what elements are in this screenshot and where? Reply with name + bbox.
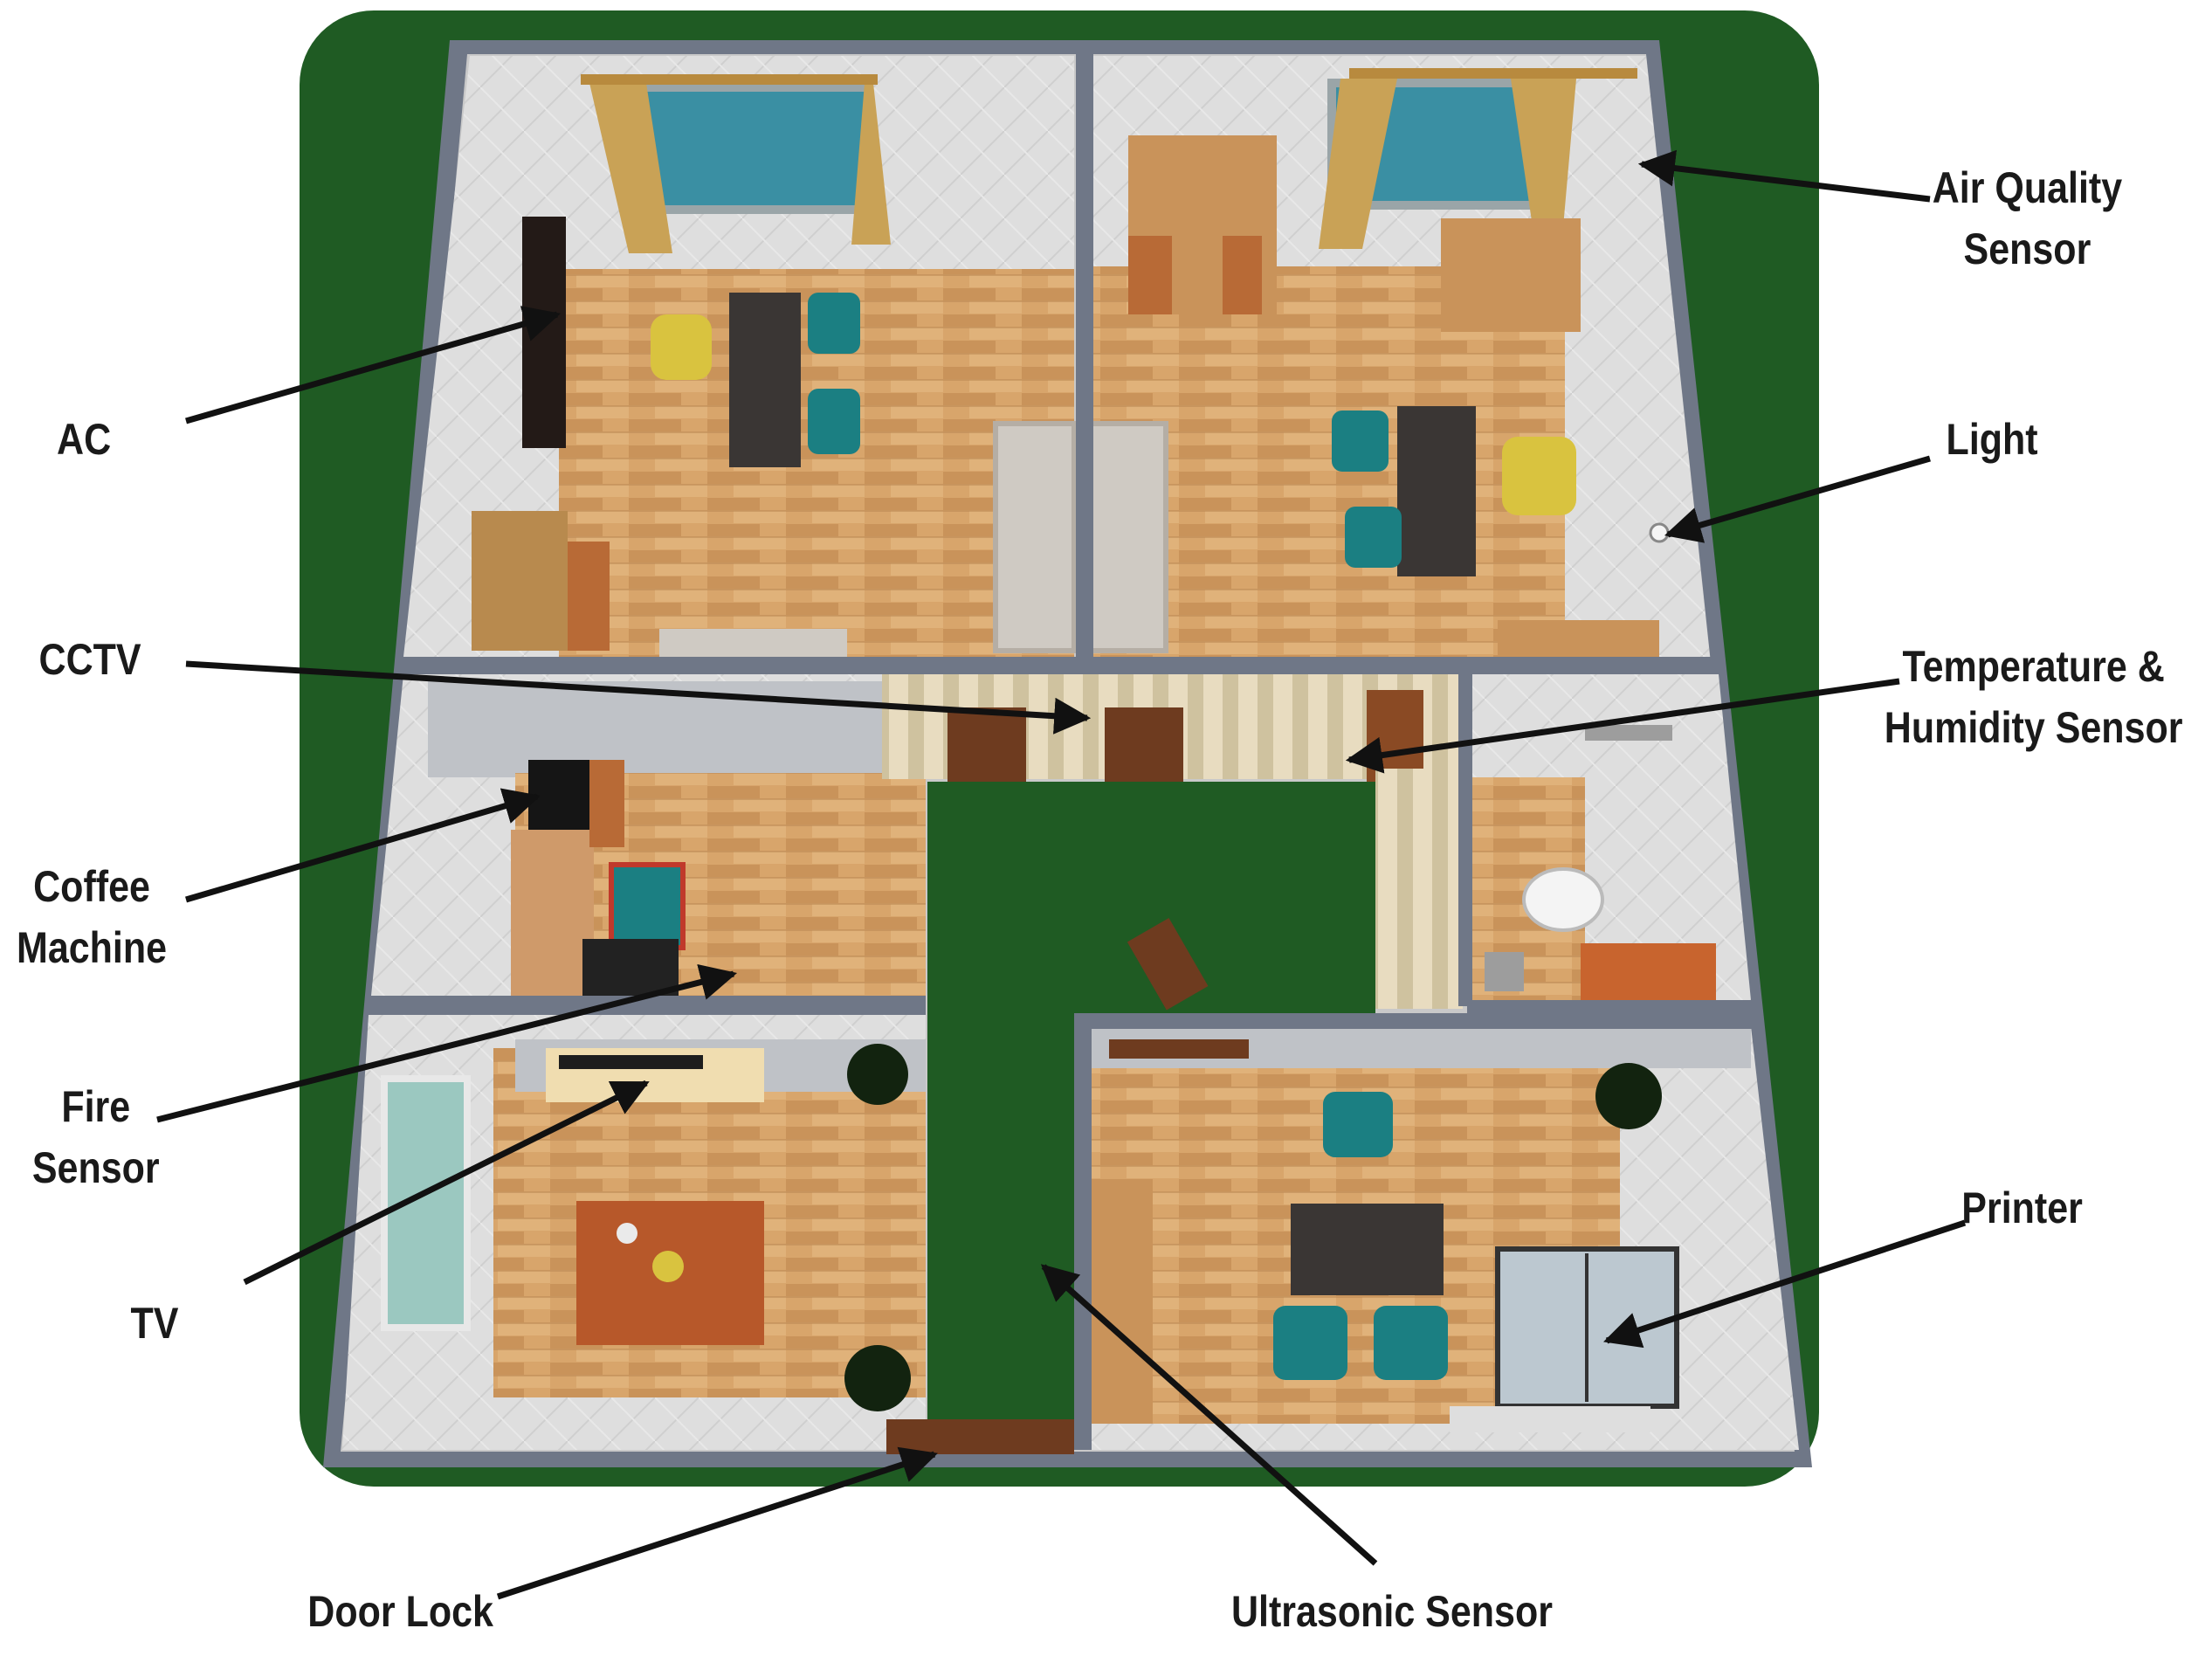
label-ultrasonic-sensor: Ultrasonic Sensor	[1230, 1587, 1553, 1636]
arrow-light	[1664, 455, 1931, 543]
plant	[844, 1345, 911, 1411]
office-room-bottom-right	[1087, 1026, 1799, 1450]
door-lock-threshold	[886, 1419, 1074, 1454]
grass-corridor	[927, 782, 1375, 1432]
desk	[1291, 1204, 1444, 1295]
bathroom-room	[1471, 674, 1751, 1000]
tv	[559, 1055, 703, 1069]
arrow-door-lock	[496, 1446, 938, 1600]
arrow-ultrasonic	[1040, 1264, 1378, 1566]
arrow-tv	[243, 1080, 650, 1286]
sofa	[993, 421, 1077, 653]
desk	[1397, 406, 1476, 576]
arrow-coffee-machine	[185, 788, 541, 903]
label-cctv: CCTV	[38, 635, 141, 684]
office-room-top-right	[1080, 56, 1710, 657]
toilet	[1522, 867, 1604, 932]
kitchen-room	[371, 674, 926, 996]
office-room-top-left	[403, 56, 1077, 657]
arrow-air-quality	[1637, 149, 1931, 203]
label-tv: TV	[130, 1299, 179, 1348]
plant	[1595, 1063, 1662, 1129]
arrow-temperature-humidity	[1345, 678, 1900, 774]
label-light: Light	[1946, 415, 2038, 464]
desk	[729, 293, 801, 467]
callout-arrows	[156, 149, 1967, 1600]
label-door-lock: Door Lock	[307, 1587, 493, 1636]
label-air-quality-sensor: Air Quality Sensor	[1932, 163, 2123, 273]
label-ac: AC	[57, 415, 112, 464]
arrow-ac	[185, 306, 562, 424]
coffee-machine	[528, 760, 589, 834]
arrow-fire-sensor	[156, 963, 738, 1123]
label-temperature-humidity-sensor: Temperature & Humidity Sensor	[1884, 642, 2183, 752]
arrow-cctv	[185, 660, 1092, 735]
window	[637, 83, 873, 214]
ac-unit	[522, 217, 566, 448]
arrow-printer	[1603, 1219, 1967, 1349]
label-printer: Printer	[1961, 1183, 2083, 1232]
plant	[847, 1044, 908, 1105]
dining-room	[342, 1015, 926, 1450]
label-coffee-machine: Coffee Machine	[17, 862, 168, 972]
light-fixture	[1649, 522, 1670, 543]
label-fire-sensor: Fire Sensor	[31, 1082, 160, 1192]
